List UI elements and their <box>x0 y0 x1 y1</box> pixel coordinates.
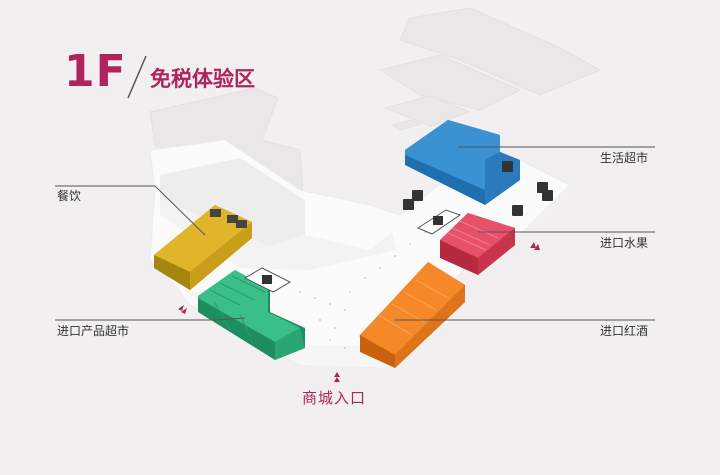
zone-import-wine <box>360 262 465 368</box>
label-import-wine: 进口红酒 <box>600 324 649 338</box>
elevator-icon <box>416 209 462 235</box>
mall-entrance-label: 商城入口 <box>302 389 367 407</box>
floor-number: 1F <box>64 46 127 97</box>
escalator-icon <box>403 161 553 216</box>
floor-title: 免税体验区 <box>150 67 255 91</box>
zone-food <box>154 205 252 290</box>
label-import-products: 进口产品超市 <box>57 324 130 338</box>
title-separator <box>127 55 147 99</box>
restroom-icon <box>243 267 292 293</box>
zone-import-products <box>198 270 305 360</box>
zone-life-supermarket <box>405 120 520 205</box>
entrance-arrow-icon <box>178 242 540 382</box>
label-food: 餐饮 <box>57 189 82 203</box>
leader-lines <box>55 146 655 321</box>
label-import-fruit: 进口水果 <box>600 236 649 250</box>
label-life-supermarket: 生活超市 <box>600 151 649 165</box>
zone-import-fruit <box>440 213 515 275</box>
